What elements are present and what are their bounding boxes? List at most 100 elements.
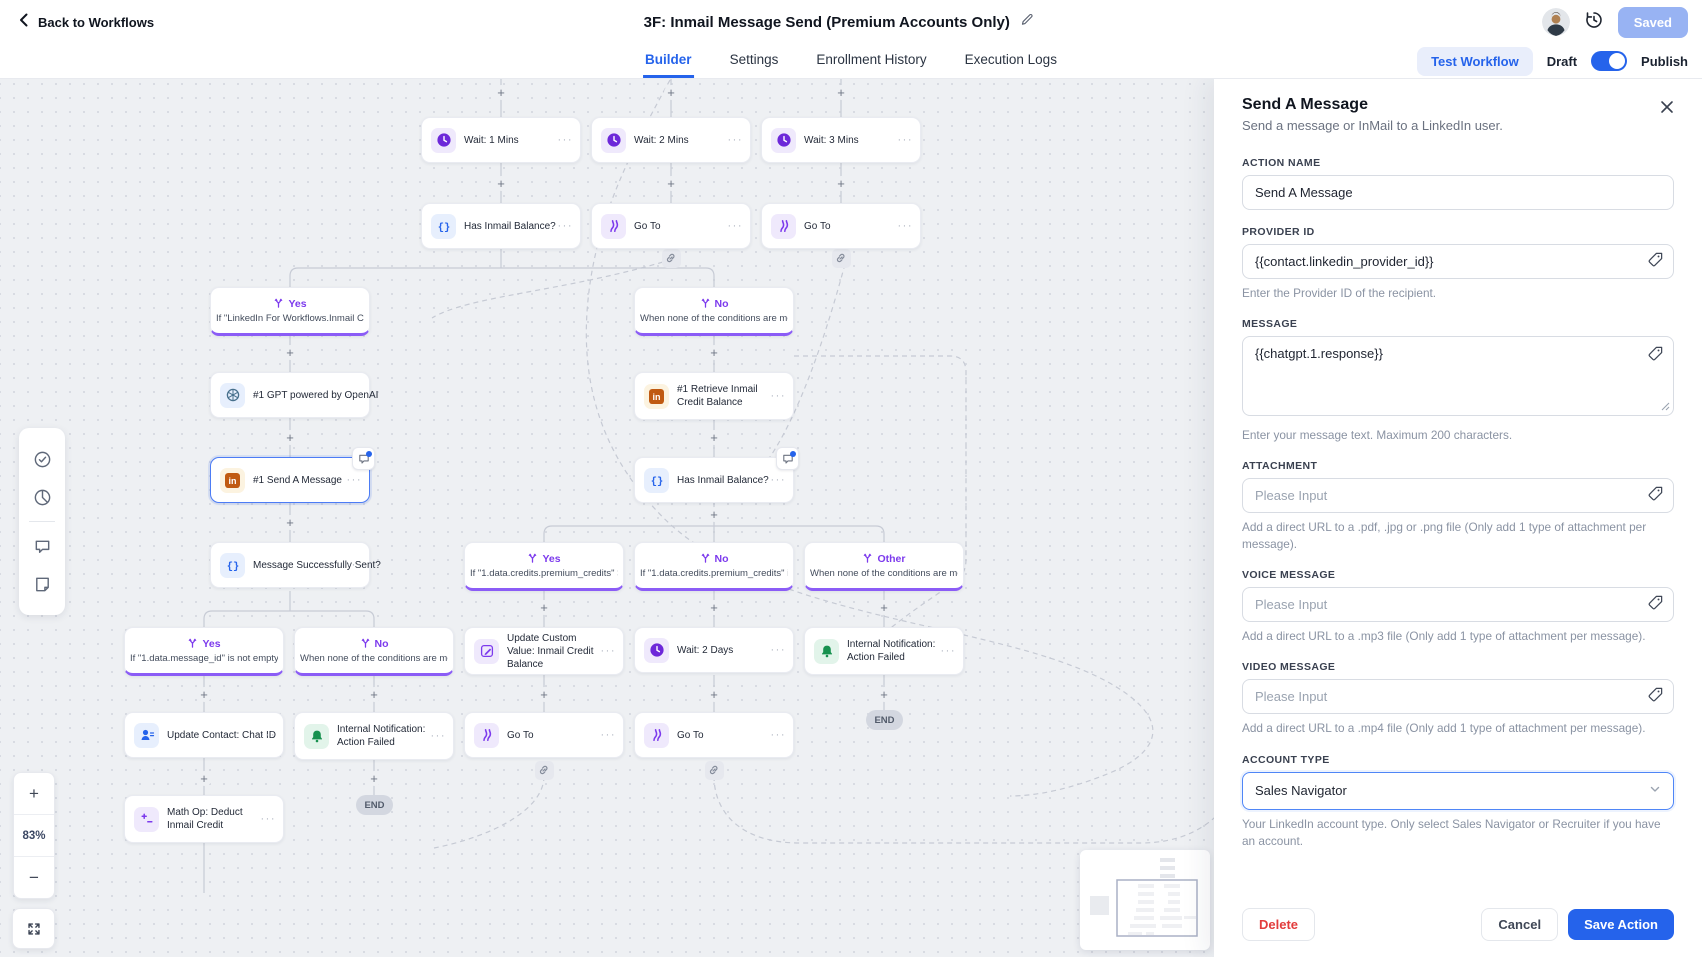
tag-variable-icon[interactable] <box>1647 251 1664 273</box>
fullscreen-button[interactable] <box>12 908 55 949</box>
goto-link-icon[interactable] <box>661 248 681 268</box>
video-message-input[interactable] <box>1242 679 1674 715</box>
node-menu-dots[interactable]: ··· <box>260 729 276 741</box>
history-icon[interactable] <box>1584 10 1604 35</box>
add-step-plus-icon[interactable]: + <box>196 770 212 786</box>
node-wait-3[interactable]: Wait: 3 Mins··· <box>761 117 921 163</box>
add-step-plus-icon[interactable]: + <box>366 686 382 702</box>
action-name-input[interactable] <box>1242 175 1674 210</box>
close-icon[interactable] <box>1656 96 1678 121</box>
tag-variable-icon[interactable] <box>1647 594 1664 616</box>
save-action-button[interactable]: Save Action <box>1568 909 1674 940</box>
tab-enrollment-history[interactable]: Enrollment History <box>816 52 927 67</box>
comment-bubble-icon[interactable] <box>19 527 65 565</box>
node-go-to-3[interactable]: Go To··· <box>464 712 624 758</box>
tab-execution-logs[interactable]: Execution Logs <box>964 52 1057 67</box>
node-internal-notification-2[interactable]: Internal Notification: Action Failed··· <box>804 627 964 675</box>
add-step-plus-icon[interactable]: + <box>493 175 509 191</box>
add-step-plus-icon[interactable]: + <box>493 84 509 100</box>
node-menu-dots[interactable]: ··· <box>727 220 743 232</box>
node-internal-notification-1[interactable]: Internal Notification: Action Failed··· <box>294 712 454 760</box>
goto-link-icon[interactable] <box>831 248 851 268</box>
add-step-plus-icon[interactable]: + <box>706 344 722 360</box>
node-menu-dots[interactable]: ··· <box>770 474 786 486</box>
test-workflow-button[interactable]: Test Workflow <box>1417 46 1533 76</box>
add-step-plus-icon[interactable]: + <box>282 514 298 530</box>
node-menu-dots[interactable]: ··· <box>727 134 743 146</box>
node-menu-dots[interactable]: ··· <box>557 220 573 232</box>
add-step-plus-icon[interactable]: + <box>876 686 892 702</box>
add-step-plus-icon[interactable]: + <box>663 84 679 100</box>
publish-toggle[interactable] <box>1591 51 1628 71</box>
tag-variable-icon[interactable] <box>1647 485 1664 507</box>
add-step-plus-icon[interactable]: + <box>196 686 212 702</box>
tab-settings[interactable]: Settings <box>729 52 779 67</box>
node-menu-dots[interactable]: ··· <box>346 389 362 401</box>
minimap[interactable] <box>1080 850 1210 950</box>
comment-badge[interactable] <box>352 447 375 470</box>
node-menu-dots[interactable]: ··· <box>770 644 786 656</box>
add-step-plus-icon[interactable]: + <box>282 344 298 360</box>
zoom-in-button[interactable]: + <box>14 773 54 815</box>
node-has-inmail-balance-1[interactable]: {}Has Inmail Balance?··· <box>421 203 581 249</box>
tag-variable-icon[interactable] <box>1647 686 1664 708</box>
zoom-out-button[interactable]: − <box>29 867 39 887</box>
node-menu-dots[interactable]: ··· <box>897 134 913 146</box>
add-step-plus-icon[interactable]: + <box>536 599 552 615</box>
goto-link-icon[interactable] <box>534 760 554 780</box>
back-to-workflows-link[interactable]: Back to Workflows <box>16 12 154 33</box>
node-has-inmail-balance-2[interactable]: {}Has Inmail Balance?··· <box>634 447 799 503</box>
add-step-plus-icon[interactable]: + <box>706 599 722 615</box>
node-menu-dots[interactable]: ··· <box>897 220 913 232</box>
node-menu-dots[interactable]: ··· <box>557 134 573 146</box>
node-wait-2[interactable]: Wait: 2 Mins··· <box>591 117 751 163</box>
node-wait-1[interactable]: Wait: 1 Mins··· <box>421 117 581 163</box>
account-type-select[interactable]: Sales Navigator <box>1242 771 1674 810</box>
add-step-plus-icon[interactable]: + <box>876 599 892 615</box>
node-gpt-openai[interactable]: #1 GPT powered by OpenAI··· <box>210 372 378 418</box>
sticky-note-icon[interactable] <box>19 565 65 603</box>
add-step-plus-icon[interactable]: + <box>833 84 849 100</box>
add-step-plus-icon[interactable]: + <box>706 506 722 522</box>
node-menu-dots[interactable]: ··· <box>600 729 616 741</box>
node-retrieve-inmail-credit[interactable]: in#1 Retrieve Inmail Credit Balance··· <box>634 372 794 420</box>
comment-badge[interactable] <box>776 447 799 470</box>
node-message-successfully-sent[interactable]: {}Message Successfully Sent?··· <box>210 542 381 588</box>
add-step-plus-icon[interactable]: + <box>833 175 849 191</box>
user-avatar[interactable] <box>1541 8 1570 36</box>
node-end-2[interactable]: END <box>356 795 393 815</box>
attachment-input[interactable] <box>1242 478 1674 514</box>
add-step-plus-icon[interactable]: + <box>706 429 722 445</box>
node-menu-dots[interactable]: ··· <box>770 729 786 741</box>
edit-title-icon[interactable] <box>1020 12 1035 32</box>
add-step-plus-icon[interactable]: + <box>366 770 382 786</box>
add-step-plus-icon[interactable]: + <box>282 429 298 445</box>
node-menu-dots[interactable]: ··· <box>346 474 362 486</box>
saved-button[interactable]: Saved <box>1617 6 1688 38</box>
voice-message-input[interactable] <box>1242 587 1674 623</box>
node-menu-dots[interactable]: ··· <box>260 813 276 825</box>
cancel-button[interactable]: Cancel <box>1481 908 1559 941</box>
add-step-plus-icon[interactable]: + <box>536 686 552 702</box>
tab-builder[interactable]: Builder <box>643 44 694 78</box>
node-end-1[interactable]: END <box>866 710 903 730</box>
node-math-op-deduct[interactable]: Math Op: Deduct Inmail Credit··· <box>124 795 284 843</box>
pie-chart-icon[interactable] <box>19 478 65 516</box>
add-step-plus-icon[interactable]: + <box>706 686 722 702</box>
resize-grip-icon[interactable] <box>1661 398 1670 416</box>
node-update-custom-value[interactable]: Update Custom Value: Inmail Credit Balan… <box>464 627 624 675</box>
goto-link-icon[interactable] <box>704 760 724 780</box>
provider-id-input[interactable] <box>1242 244 1674 279</box>
node-menu-dots[interactable]: ··· <box>346 559 362 571</box>
node-go-to-4[interactable]: Go To··· <box>634 712 794 758</box>
node-wait-2-days[interactable]: Wait: 2 Days··· <box>634 627 794 673</box>
node-go-to-2[interactable]: Go To··· <box>761 203 921 249</box>
delete-button[interactable]: Delete <box>1242 908 1316 941</box>
